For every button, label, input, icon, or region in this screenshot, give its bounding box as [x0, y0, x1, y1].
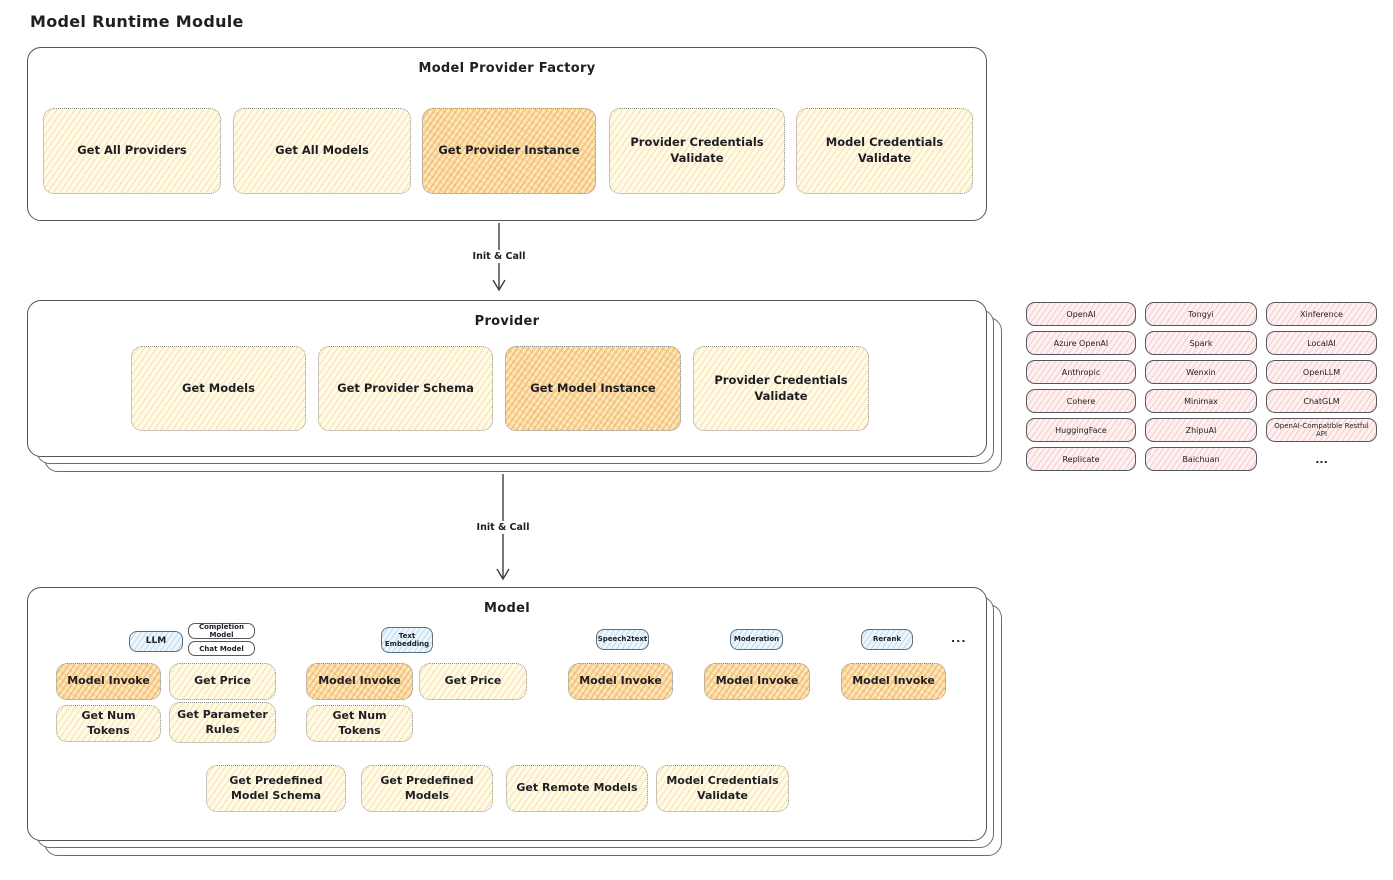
- provider-pill-openai-compatible: OpenAI-Compatible Restful API: [1266, 418, 1377, 442]
- model-provider-factory-box: Model Provider Factory Get All Providers…: [27, 47, 987, 221]
- init-call-label-2: Init & Call: [472, 521, 534, 534]
- model-title: Model: [484, 601, 530, 616]
- provider-pill-chatglm: ChatGLM: [1266, 389, 1377, 413]
- provider-list: OpenAI Tongyi Xinference Azure OpenAI Sp…: [1026, 302, 1377, 471]
- provider-pill-azure-openai: Azure OpenAI: [1026, 331, 1136, 355]
- model-credentials-validate: Model Credentials Validate: [656, 765, 789, 812]
- model-tags-more: ...: [951, 632, 967, 645]
- llm-get-price: Get Price: [169, 663, 276, 700]
- provider-get-provider-schema: Get Provider Schema: [318, 346, 493, 431]
- provider-pill-minimax: Minimax: [1145, 389, 1257, 413]
- provider-provider-credentials-validate: Provider Credentials Validate: [693, 346, 869, 431]
- factory-model-credentials-validate: Model Credentials Validate: [796, 108, 973, 194]
- provider-pill-openai: OpenAI: [1026, 302, 1136, 326]
- factory-get-provider-instance: Get Provider Instance: [422, 108, 596, 194]
- llm-model-invoke: Model Invoke: [56, 663, 161, 700]
- get-predefined-model-schema: Get Predefined Model Schema: [206, 765, 346, 812]
- embedding-get-num-tokens: Get Num Tokens: [306, 705, 413, 742]
- tag-llm: LLM: [129, 631, 183, 652]
- model-provider-factory-title: Model Provider Factory: [418, 61, 596, 76]
- provider-pill-baichuan: Baichuan: [1145, 447, 1257, 471]
- get-predefined-models: Get Predefined Models: [361, 765, 493, 812]
- embedding-get-price: Get Price: [419, 663, 527, 700]
- llm-get-parameter-rules: Get Parameter Rules: [169, 702, 276, 743]
- provider-box: Provider Get Models Get Provider Schema …: [27, 300, 987, 457]
- tag-text-embedding: Text Embedding: [381, 627, 433, 653]
- moderation-model-invoke: Model Invoke: [704, 663, 810, 700]
- model-box: Model LLM Completion Model Chat Model Te…: [27, 587, 987, 841]
- provider-pill-spark: Spark: [1145, 331, 1257, 355]
- provider-pill-replicate: Replicate: [1026, 447, 1136, 471]
- provider-pill-cohere: Cohere: [1026, 389, 1136, 413]
- provider-get-models: Get Models: [131, 346, 306, 431]
- tag-speech2text: Speech2text: [596, 629, 649, 650]
- provider-pill-anthropic: Anthropic: [1026, 360, 1136, 384]
- provider-pill-zhipuai: ZhipuAI: [1145, 418, 1257, 442]
- provider-pill-openllm: OpenLLM: [1266, 360, 1377, 384]
- factory-provider-credentials-validate: Provider Credentials Validate: [609, 108, 785, 194]
- provider-pill-wenxin: Wenxin: [1145, 360, 1257, 384]
- provider-get-model-instance: Get Model Instance: [505, 346, 681, 431]
- speech2text-model-invoke: Model Invoke: [568, 663, 673, 700]
- llm-get-num-tokens: Get Num Tokens: [56, 705, 161, 742]
- tag-completion-model: Completion Model: [188, 623, 255, 639]
- provider-title: Provider: [474, 314, 540, 329]
- tag-moderation: Moderation: [730, 629, 783, 650]
- factory-get-all-models: Get All Models: [233, 108, 411, 194]
- provider-pill-huggingface: HuggingFace: [1026, 418, 1136, 442]
- init-call-label-1: Init & Call: [468, 250, 530, 263]
- rerank-model-invoke: Model Invoke: [841, 663, 946, 700]
- provider-pill-localai: LocalAI: [1266, 331, 1377, 355]
- tag-chat-model: Chat Model: [188, 641, 255, 656]
- provider-list-more: ...: [1315, 452, 1328, 466]
- tag-rerank: Rerank: [861, 629, 913, 650]
- factory-get-all-providers: Get All Providers: [43, 108, 221, 194]
- provider-pill-tongyi: Tongyi: [1145, 302, 1257, 326]
- provider-pill-xinference: Xinference: [1266, 302, 1377, 326]
- get-remote-models: Get Remote Models: [506, 765, 648, 812]
- page-title: Model Runtime Module: [30, 12, 244, 31]
- embedding-model-invoke: Model Invoke: [306, 663, 413, 700]
